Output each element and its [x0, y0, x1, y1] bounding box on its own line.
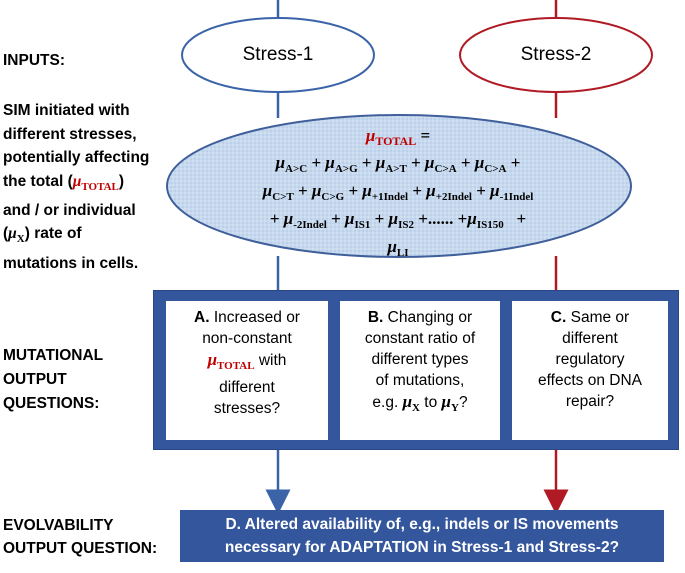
equation-operator: + [506, 153, 521, 173]
stress2-text: Stress-2 [520, 44, 592, 65]
mu-symbol: μ [490, 181, 500, 201]
stress2-ellipse [459, 17, 653, 93]
rate-subscript: +1Indel [371, 190, 409, 203]
evolvability-output-label: EVOLVABILITY OUTPUT QUESTION: [3, 517, 158, 557]
equation-line-4: μLI [248, 236, 548, 264]
evolvability-line: necessary for ADAPTATION in Stress-1 and… [224, 539, 620, 556]
rate-subscript: C>A [434, 163, 457, 176]
equation-operator: + [471, 181, 491, 201]
rate-subscript: A>G [334, 163, 358, 176]
evolvability-line: D. Altered availability of, e.g., indels… [225, 516, 619, 533]
rate-subscript: C>G [321, 190, 345, 203]
equation-operator: +...... + [413, 208, 468, 228]
equation-line-2: μC>T + μC>G + μ+1Indel + μ+2Indel + μ-1I… [248, 180, 548, 208]
rate-subscript: A>C [285, 163, 308, 176]
mu-symbol: μ [362, 181, 372, 201]
equation-lead: μTOTAL = [365, 126, 431, 149]
equation-operator: + [456, 153, 475, 173]
mu-symbol: μ [262, 181, 273, 201]
sim-desc-line: mutations in cells. [3, 254, 139, 272]
question-b-box: B. Changing or constant ratio of differe… [340, 301, 500, 440]
equation-operator: + [293, 181, 312, 201]
sim-desc-line: the total (μTOTAL) [3, 172, 125, 193]
equation-operator: + [503, 208, 527, 228]
mu-symbol: μ [275, 153, 286, 173]
mu-symbol: μ [325, 153, 335, 173]
mu-symbol: μ [311, 181, 322, 201]
sim-desc-line: potentially affecting [3, 149, 150, 166]
question-c-box: C. Same or different regulatory effects … [512, 301, 668, 440]
evolvability-question-box: D. Altered availability of, e.g., indels… [180, 510, 664, 562]
sim-desc-line: SIM initiated with [3, 102, 130, 119]
mutation-rate-equation: μTOTAL = μA>C + μA>G + μA>T + μC>A + μC>… [248, 125, 548, 264]
stress1-ellipse [181, 17, 375, 93]
equation-operator: + [357, 153, 376, 173]
equation-line-1: μA>C + μA>G + μA>T + μC>A + μC>A + [248, 152, 548, 180]
rate-subscript: +2Indel [435, 190, 472, 203]
sim-desc-line: (μX) rate of [3, 225, 82, 246]
mutational-output-label: MUTATIONAL OUTPUT QUESTIONS: [3, 347, 104, 412]
mu-symbol: μ [426, 181, 436, 201]
rate-subscript: C>A [484, 163, 507, 176]
equation-operator: + [326, 208, 346, 228]
stress1-text: Stress-1 [242, 44, 314, 65]
question-a-box: A. Increased or non-constant μTOTAL with… [166, 301, 328, 440]
sim-desc-line: different stresses, [3, 125, 137, 143]
equation-operator: + [370, 208, 389, 228]
mu-symbol: μ [474, 153, 485, 173]
equation-line-3: + μ-2Indel + μIS1 + μIS2 +...... +μIS150… [269, 208, 527, 231]
inputs-label: INPUTS: [3, 52, 65, 69]
mu-symbol: μ [467, 208, 477, 228]
equation-operator: + [344, 181, 363, 201]
rate-subscript: LI [396, 246, 409, 259]
rate-subscript: A>T [385, 163, 407, 176]
rate-subscript: IS2 [398, 218, 414, 231]
rate-subscript: -1Indel [499, 190, 534, 203]
mu-symbol: μ [345, 208, 355, 228]
mutation-rate-ellipse [166, 114, 632, 258]
rate-subscript: -2Indel [293, 218, 327, 231]
equation-operator: + [406, 153, 426, 173]
stress1-label: Stress-1 [182, 22, 374, 88]
mu-symbol: μ [387, 236, 397, 256]
equation-operator: + [307, 153, 326, 173]
sim-desc-line: and / or individual [3, 201, 136, 219]
mu-symbol: μ [388, 208, 399, 228]
rate-subscript: IS150 [476, 218, 504, 231]
mu-symbol: μ [375, 153, 386, 173]
mu-symbol: μ [283, 208, 294, 228]
rate-subscript: IS1 [354, 218, 371, 231]
stress2-label: Stress-2 [460, 22, 652, 88]
rate-subscript: C>T [272, 190, 294, 203]
sim-description: SIM initiated with different stresses, p… [3, 99, 149, 275]
mu-symbol: μ [425, 153, 435, 173]
equation-operator: + [408, 181, 427, 201]
